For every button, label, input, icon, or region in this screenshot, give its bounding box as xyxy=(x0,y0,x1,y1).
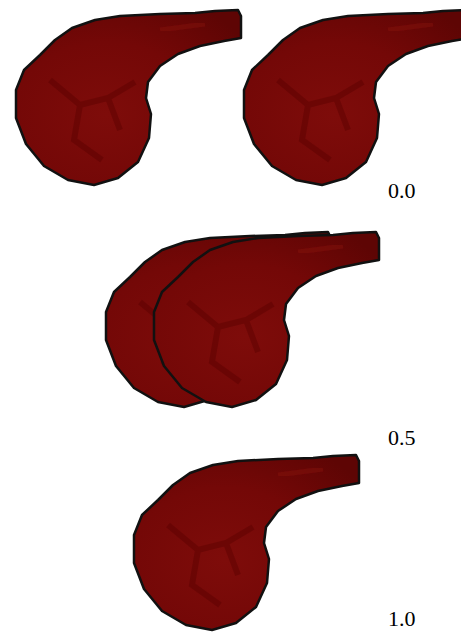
organ-shape xyxy=(244,10,461,185)
organ-shape xyxy=(154,232,379,407)
organ-shape xyxy=(16,10,241,185)
value-label: 0.0 xyxy=(388,180,416,202)
organ-shape xyxy=(134,455,359,630)
value-label: 1.0 xyxy=(388,608,416,630)
value-label: 0.5 xyxy=(388,427,416,449)
